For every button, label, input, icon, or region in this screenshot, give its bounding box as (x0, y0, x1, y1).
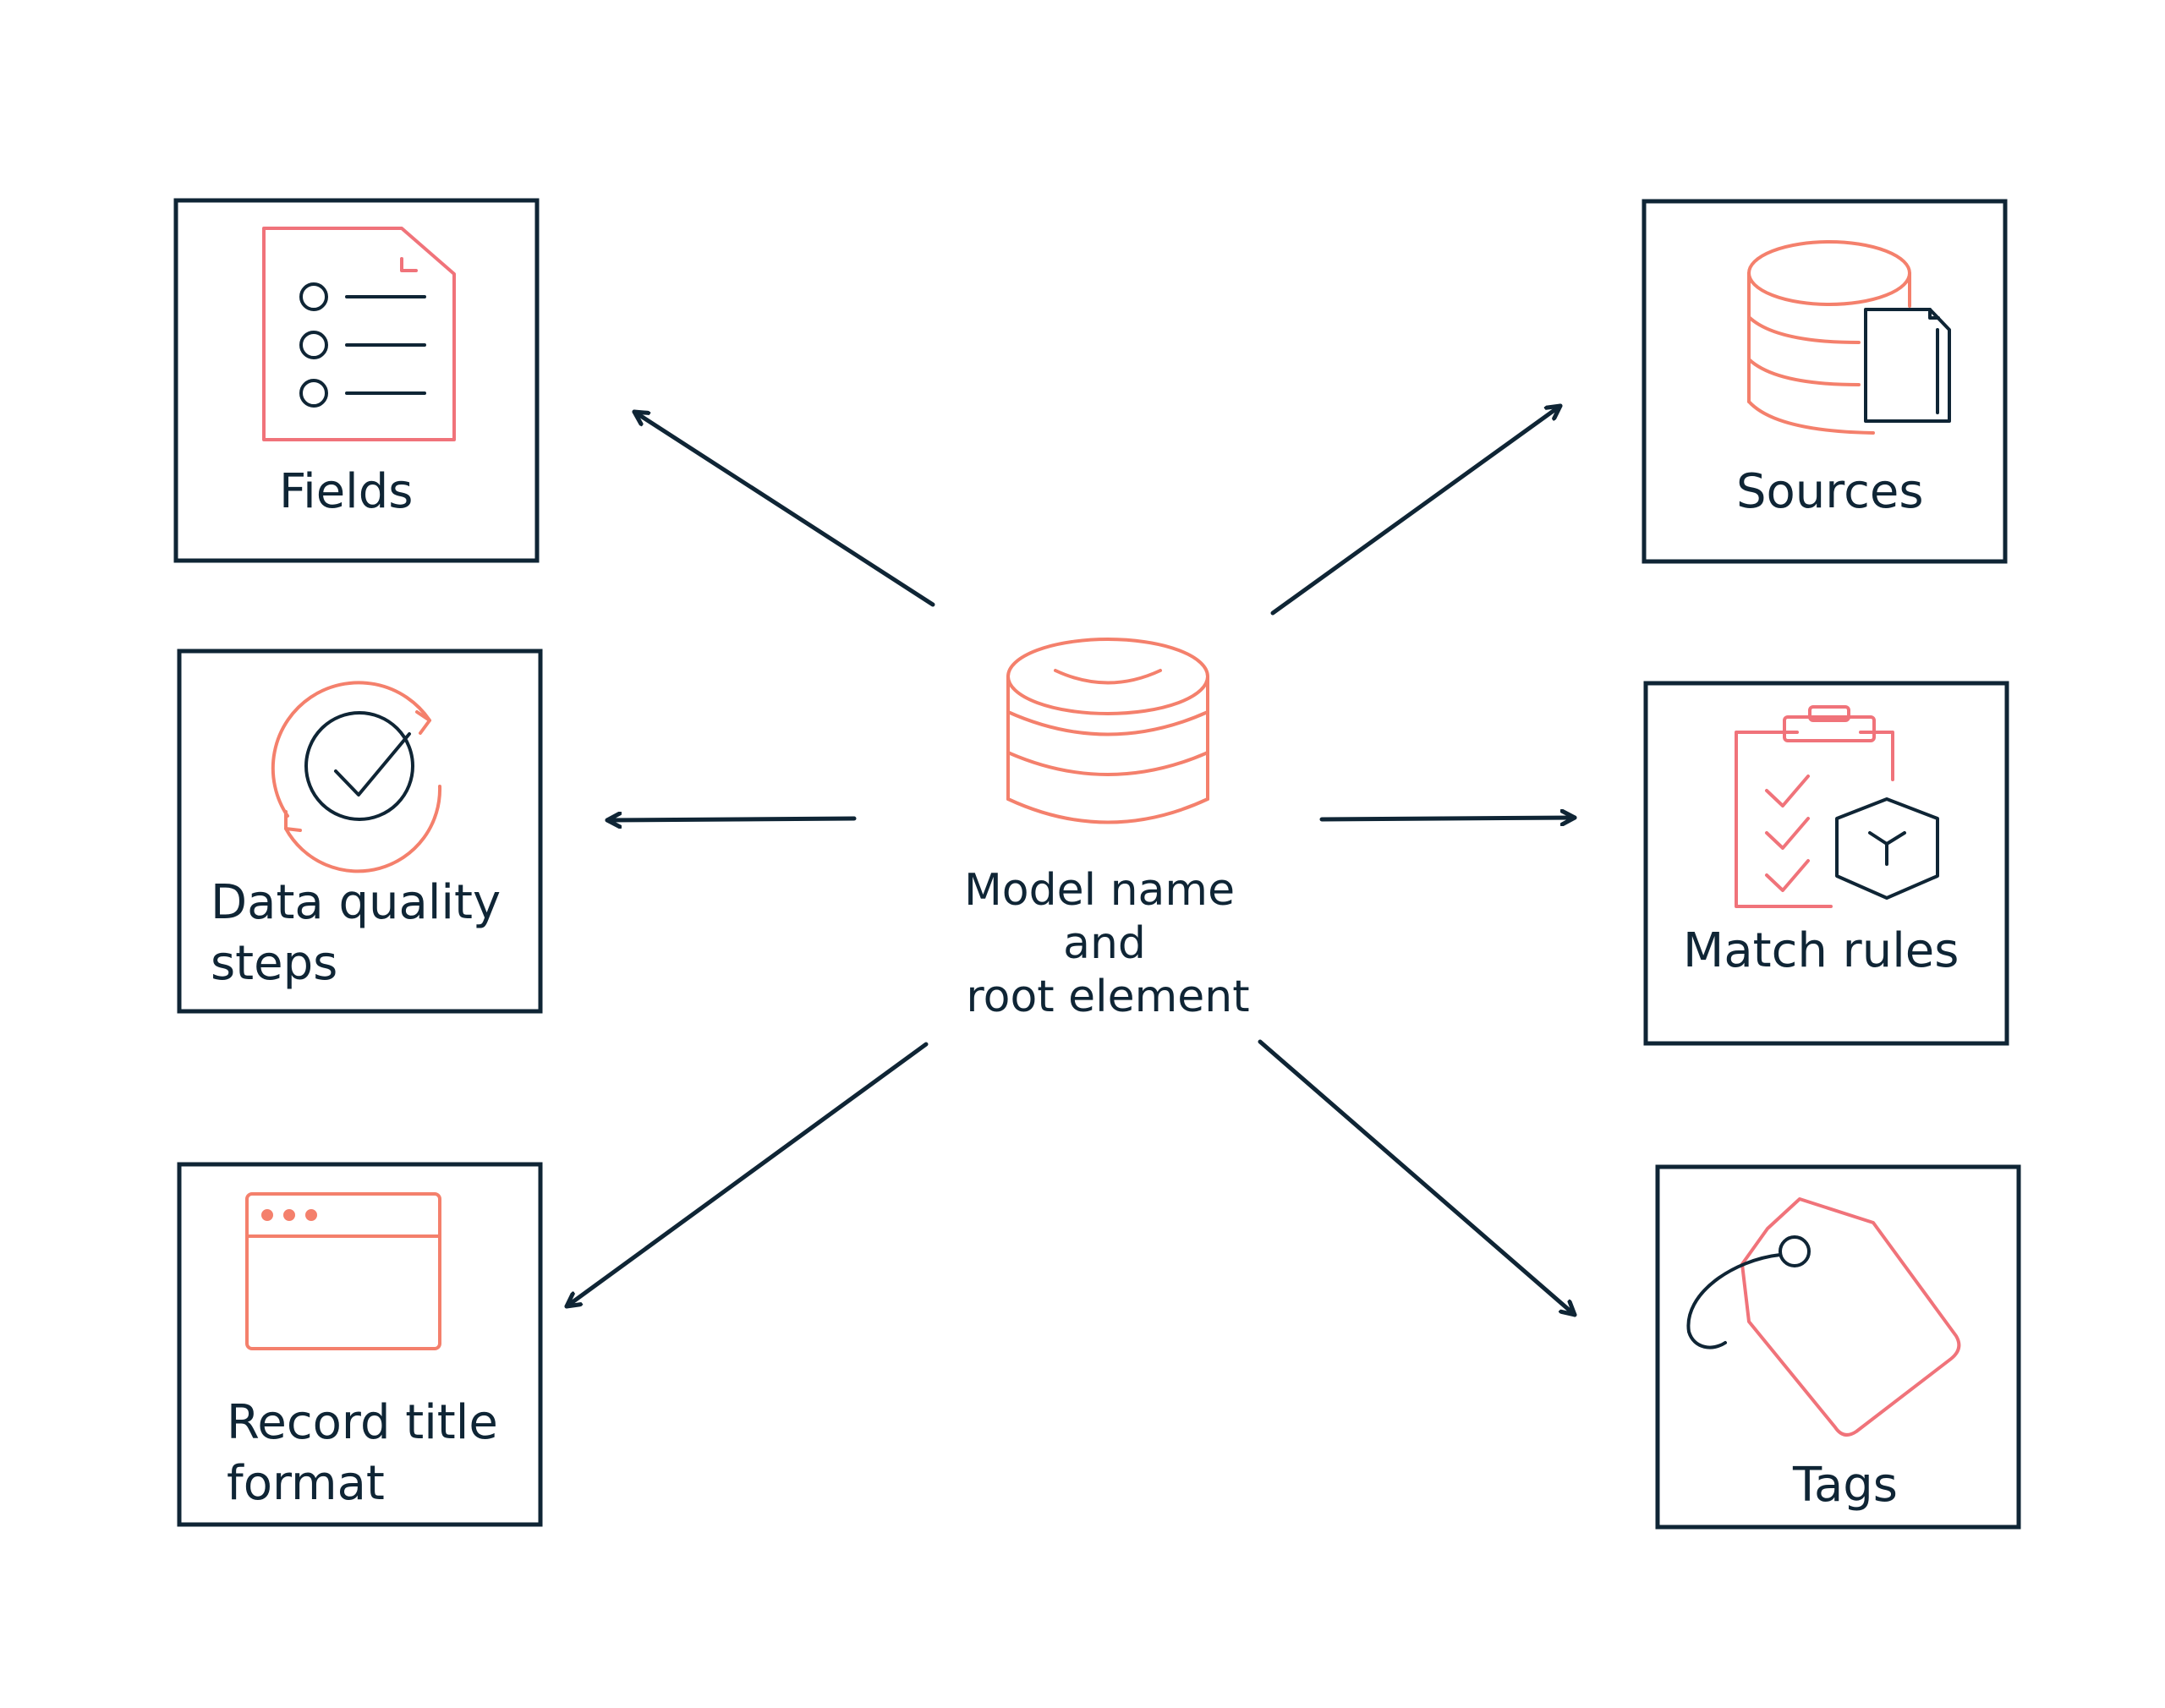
arrow-to-tags (1258, 1039, 1577, 1317)
center-label-line2: and (1063, 918, 1146, 969)
arrow-to-match-rules (1319, 818, 1577, 819)
arrow-to-record-title (564, 1042, 929, 1309)
database-icon (1006, 638, 1209, 824)
match-rules-box: Match rules (1643, 681, 2009, 1046)
refresh-check-icon (271, 681, 442, 873)
connector-arrows (564, 403, 1577, 1317)
center-node: Model name and root element (964, 638, 1250, 1022)
center-label-line3: root element (966, 972, 1249, 1022)
fields-box: Fields (173, 198, 540, 563)
match-rules-label: Match rules (1683, 923, 1959, 978)
center-label-line1: Model name (964, 865, 1235, 916)
arrow-to-fields (632, 409, 935, 607)
clipboard-cube-icon (1735, 705, 1939, 908)
record-title-label-line2: format (227, 1456, 385, 1511)
fields-label: Fields (279, 464, 413, 519)
record-title-box: Record title format (177, 1162, 543, 1527)
tags-box: Tags (1655, 1164, 2021, 1530)
record-title-label-line1: Record title (227, 1395, 498, 1450)
tag-icon (1686, 1197, 1961, 1437)
arrow-to-data-quality (605, 818, 857, 820)
browser-window-icon (245, 1192, 441, 1350)
tags-label: Tags (1792, 1458, 1898, 1513)
data-quality-box: Data quality steps (177, 649, 543, 1014)
data-quality-label-line2: steps (211, 936, 337, 991)
list-document-icon (262, 227, 456, 441)
data-quality-label-line1: Data quality (211, 875, 501, 930)
sources-label: Sources (1736, 464, 1924, 519)
database-document-icon (1747, 240, 1951, 435)
sources-box: Sources (1642, 199, 2008, 564)
arrow-to-sources (1270, 403, 1563, 616)
